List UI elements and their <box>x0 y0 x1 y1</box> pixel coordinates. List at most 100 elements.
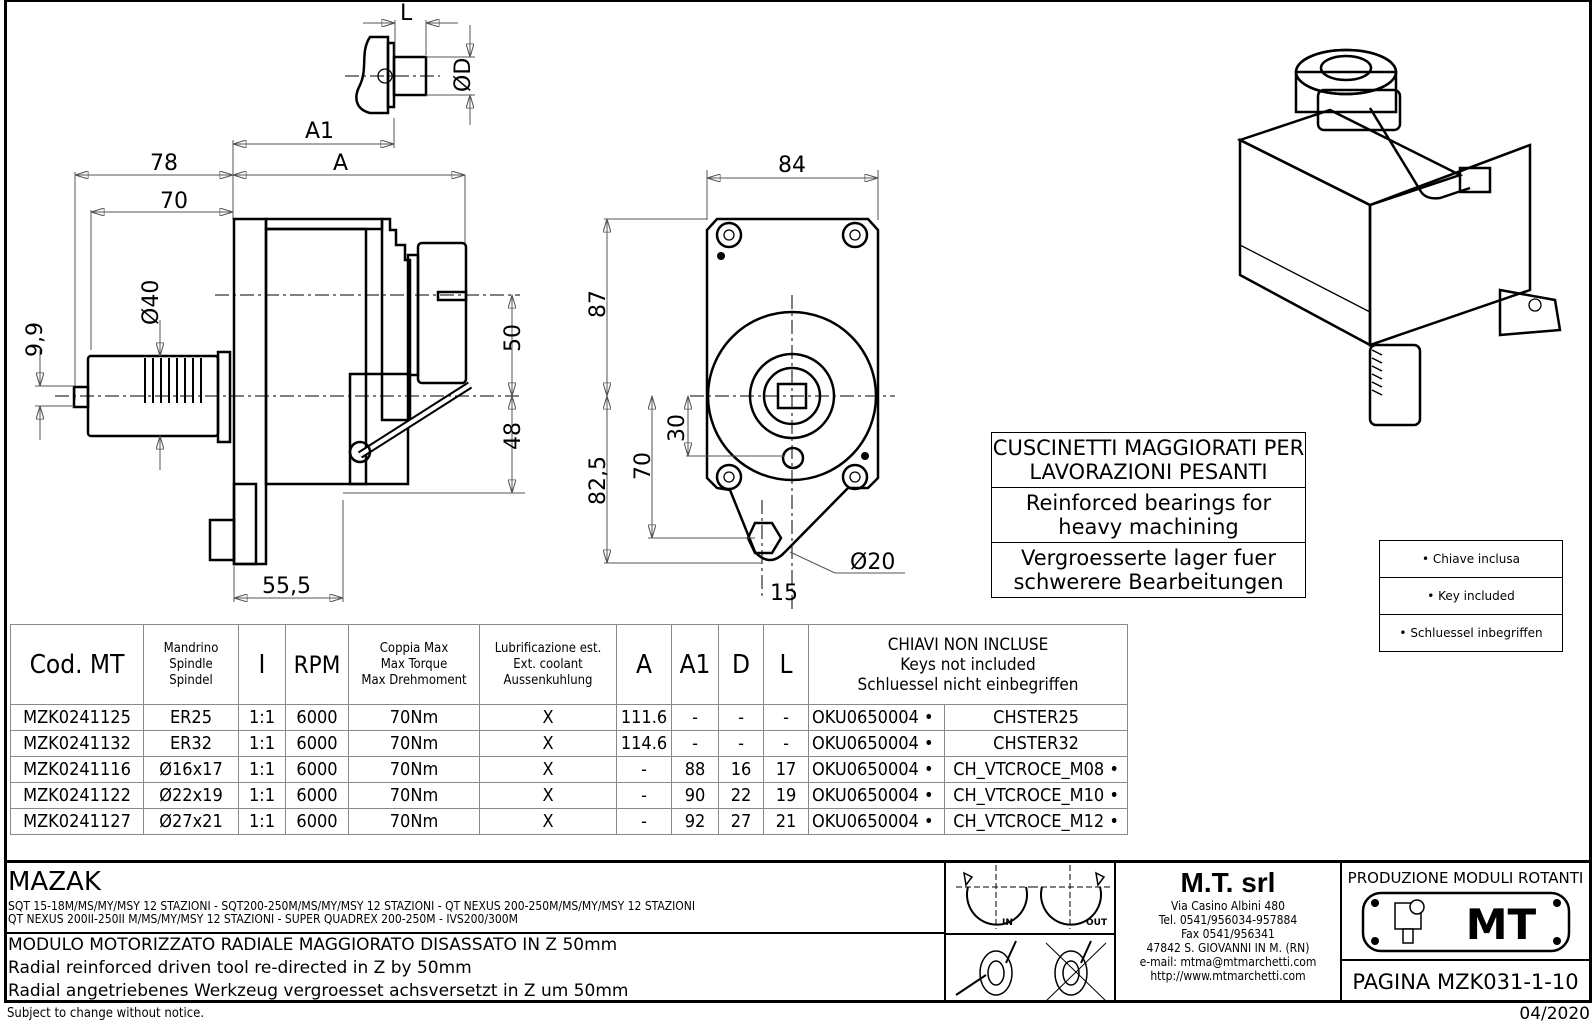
key-detail-view: L ØD <box>345 1 476 125</box>
cell-coolant: X <box>479 730 617 757</box>
dim-A: A <box>333 151 348 176</box>
cell-rpm: 6000 <box>285 808 349 835</box>
cell-l: - <box>763 730 809 757</box>
dim-84: 84 <box>778 153 806 178</box>
cell-torque: 70Nm <box>348 782 480 809</box>
bearings-note-box: CUSCINETTI MAGGIORATI PER LAVORAZIONI PE… <box>991 432 1306 598</box>
cell-key2: CH_VTCROCE_M12 <box>944 808 1128 835</box>
cell-a: 114.6 <box>616 730 672 757</box>
cell-key2: CHSTER32 <box>944 730 1128 757</box>
dim-L: L <box>400 1 413 26</box>
cell-code: MZK0241127 <box>10 808 144 835</box>
dim-15: 15 <box>770 581 798 606</box>
cell-d: 16 <box>718 756 764 783</box>
header-ratio: I <box>238 624 286 705</box>
cell-l: 21 <box>763 808 809 835</box>
cell-coolant: X <box>479 756 617 783</box>
cell-torque: 70Nm <box>348 730 480 757</box>
cell-d: - <box>718 704 764 731</box>
cell-rpm: 6000 <box>285 782 349 809</box>
logo-text: MT <box>1465 900 1536 949</box>
cell-rpm: 6000 <box>285 730 349 757</box>
cell-a: - <box>616 756 672 783</box>
cell-a1: - <box>671 730 719 757</box>
cell-key2: CH_VTCROCE_M08 <box>944 756 1128 783</box>
disclaimer: Subject to change without notice. <box>7 1006 205 1021</box>
technical-drawing: L ØD A1 A 78 70 <box>23 1 1562 610</box>
cell-ratio: 1:1 <box>238 704 286 731</box>
cell-code: MZK0241116 <box>10 756 144 783</box>
cell-coolant: X <box>479 704 617 731</box>
cell-key1: OKU0650004 <box>807 730 946 757</box>
company-tel: Tel. 0541/956034-957884 <box>1158 913 1298 927</box>
cell-a1: 92 <box>671 808 719 835</box>
company-name: M.T. srl <box>1180 867 1276 898</box>
machine-models: SQT 15-18M/MS/MY/MSY 12 STAZIONI - SQT20… <box>8 899 696 926</box>
production-label: PRODUZIONE MODULI ROTANTI <box>1347 869 1584 887</box>
cell-rpm: 6000 <box>285 704 349 731</box>
note-en: Reinforced bearings for heavy machining <box>992 488 1305 543</box>
header-a1: A1 <box>671 624 719 705</box>
cell-torque: 70Nm <box>348 704 480 731</box>
rotation-direction-block: IN OUT <box>946 863 1116 1003</box>
company-city: 47842 S. GIOVANNI IN M. (RN) <box>1146 941 1310 955</box>
cell-l: 19 <box>763 782 809 809</box>
header-rpm: RPM <box>285 624 349 705</box>
cell-key1: OKU0650004 <box>807 808 946 835</box>
description-en: Radial reinforced driven tool re-directe… <box>8 958 472 978</box>
company-website[interactable]: http://www.mtmarchetti.com <box>1150 969 1306 983</box>
dim-40: Ø40 <box>139 280 164 325</box>
cell-a: 111.6 <box>616 704 672 731</box>
cell-coolant: X <box>479 808 617 835</box>
header-l: L <box>763 624 809 705</box>
cell-key2: CH_VTCROCE_M10 <box>944 782 1128 809</box>
dim-70-front: 70 <box>631 452 656 480</box>
cell-rpm: 6000 <box>285 756 349 783</box>
cell-a1: 88 <box>671 756 719 783</box>
dim-30: 30 <box>665 414 690 442</box>
header-code: Cod. MT <box>10 624 144 705</box>
logo-block: PRODUZIONE MODULI ROTANTI MT PAGINA MZK0… <box>1342 863 1589 1003</box>
key-included-legend: • Chiave inclusa • Key included • Schlue… <box>1379 540 1563 652</box>
dim-A1: A1 <box>305 119 334 144</box>
side-view: A1 A 78 70 <box>23 118 526 602</box>
key-mounting-icon <box>946 933 1114 1002</box>
cell-spindle: Ø16x17 <box>143 756 239 783</box>
company-email[interactable]: e-mail: mtma@mtmarchetti.com <box>1139 955 1317 969</box>
cell-d: 27 <box>718 808 764 835</box>
dim-82-5: 82,5 <box>586 456 611 505</box>
cell-a: - <box>616 782 672 809</box>
cell-key1: OKU0650004 <box>807 704 946 731</box>
cell-ratio: 1:1 <box>238 730 286 757</box>
mt-logo: MT <box>1361 891 1570 953</box>
note-it: CUSCINETTI MAGGIORATI PER LAVORAZIONI PE… <box>992 433 1305 488</box>
cell-l: - <box>763 704 809 731</box>
isometric-view <box>1236 48 1562 427</box>
cell-torque: 70Nm <box>348 756 480 783</box>
key-included-en: • Key included <box>1380 578 1562 615</box>
cell-spindle: ER25 <box>143 704 239 731</box>
cell-ratio: 1:1 <box>238 782 286 809</box>
note-de: Vergroesserte lager fuer schwerere Bearb… <box>1013 546 1284 594</box>
description-it: MODULO MOTORIZZATO RADIALE MAGGIORATO DI… <box>8 935 618 955</box>
product-description: MODULO MOTORIZZATO RADIALE MAGGIORATO DI… <box>4 932 944 1003</box>
header-a: A <box>616 624 672 705</box>
company-fax: Fax 0541/956341 <box>1181 927 1275 941</box>
title-block-description: MAZAK SQT 15-18M/MS/MY/MSY 12 STAZIONI -… <box>4 863 946 1003</box>
cell-spindle: Ø27x21 <box>143 808 239 835</box>
cell-key1: OKU0650004 <box>807 782 946 809</box>
dim-87: 87 <box>586 290 611 318</box>
cell-l: 17 <box>763 756 809 783</box>
drawing-frame <box>4 0 1592 1003</box>
rotation-direction-icon: IN OUT <box>956 865 1111 929</box>
cell-coolant: X <box>479 782 617 809</box>
cell-ratio: 1:1 <box>238 808 286 835</box>
dim-20: Ø20 <box>850 550 895 575</box>
cell-key2: CHSTER25 <box>944 704 1128 731</box>
